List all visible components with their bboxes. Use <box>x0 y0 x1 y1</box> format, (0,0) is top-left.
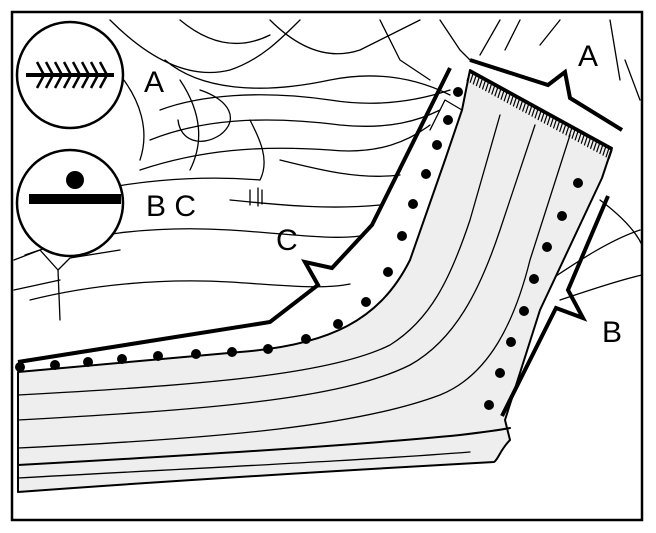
legend-label-stitch-weld: A <box>144 66 164 99</box>
spot-weld-dot <box>443 115 453 125</box>
stitch-weld-hatch <box>466 71 613 160</box>
legend-item-spot-weld: B C <box>15 148 196 258</box>
callout-line-a <box>469 58 624 132</box>
spot-weld-dot <box>432 140 442 150</box>
callout-lines <box>17 58 624 417</box>
spot-weld-dot <box>421 169 431 179</box>
spot-weld-dot <box>15 362 25 372</box>
spot-weld-dot <box>495 368 505 378</box>
spot-weld-dot <box>529 274 539 284</box>
sill-panel <box>17 69 613 493</box>
legend-item-stitch-weld: A <box>15 20 164 130</box>
spot-weld-dot <box>191 349 201 359</box>
spot-weld-dot <box>227 347 237 357</box>
callout-line-b <box>500 195 610 417</box>
spot-weld-dots <box>15 87 583 410</box>
callout-label-c: C <box>276 224 298 257</box>
callout-label-a: A <box>578 40 598 73</box>
legend: A B C <box>15 20 196 258</box>
spot-weld-dot <box>361 297 371 307</box>
spot-weld-dot <box>301 334 311 344</box>
spot-weld-dot <box>453 87 463 97</box>
spot-weld-dot <box>573 178 583 188</box>
spot-weld-dot <box>408 199 418 209</box>
spot-weld-dot <box>506 337 516 347</box>
spot-weld-dot <box>50 360 60 370</box>
callout-line-c <box>17 67 452 364</box>
callout-label-b: B <box>602 316 622 349</box>
spot-weld-dot <box>519 306 529 316</box>
spot-weld-dot <box>263 344 273 354</box>
spot-weld-dot <box>542 242 552 252</box>
frame-border <box>10 10 644 522</box>
spot-weld-dot <box>383 267 393 277</box>
spot-weld-dot <box>397 231 407 241</box>
spot-weld-dot <box>484 400 494 410</box>
spot-weld-dot <box>333 319 343 329</box>
spot-weld-dot <box>153 351 163 361</box>
spot-weld-dot <box>117 354 127 364</box>
legend-label-spot-weld: B C <box>146 190 196 223</box>
spot-weld-dot <box>83 357 93 367</box>
spot-weld-dot <box>557 211 567 221</box>
